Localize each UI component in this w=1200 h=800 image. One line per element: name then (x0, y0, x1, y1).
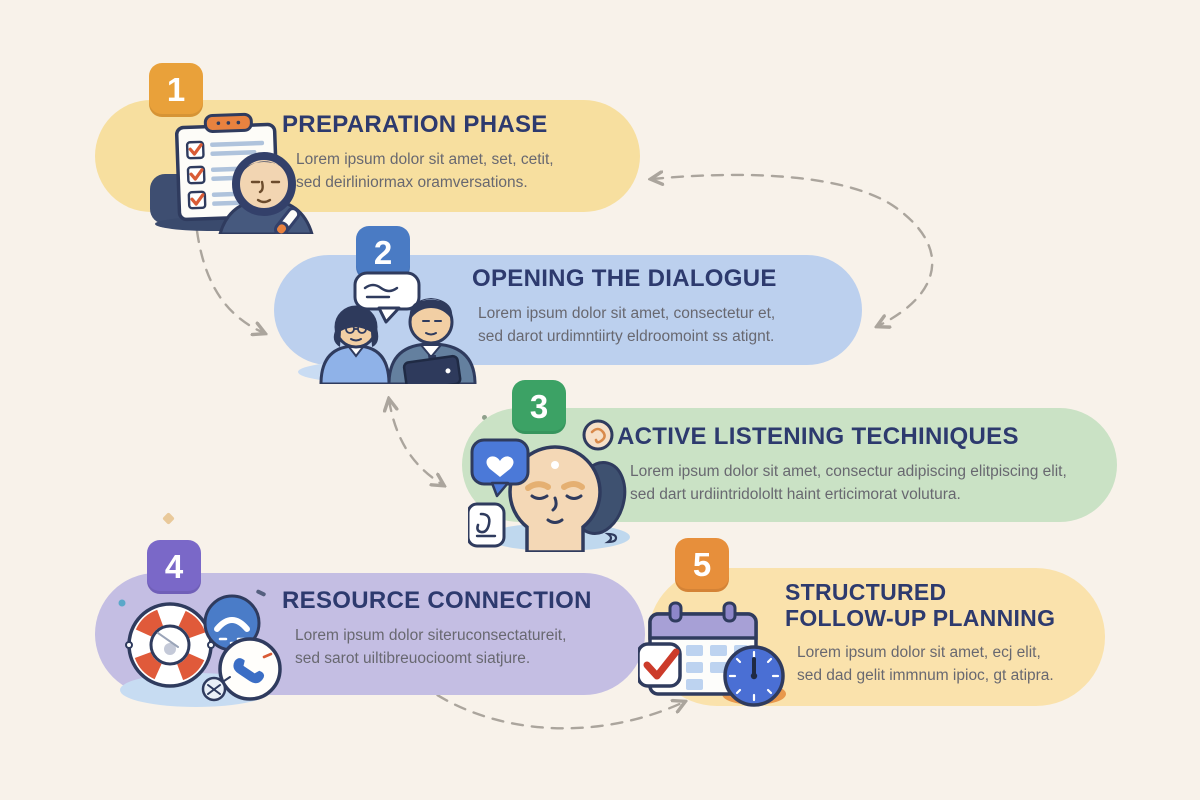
decor-speck (430, 179, 436, 185)
arrow-loop-1-2-right (652, 175, 934, 326)
arrow-4-to-5 (419, 682, 684, 730)
decor-speck (482, 415, 487, 420)
arrow-2-to-3 (389, 400, 443, 485)
arrow-1-to-2 (195, 229, 264, 333)
